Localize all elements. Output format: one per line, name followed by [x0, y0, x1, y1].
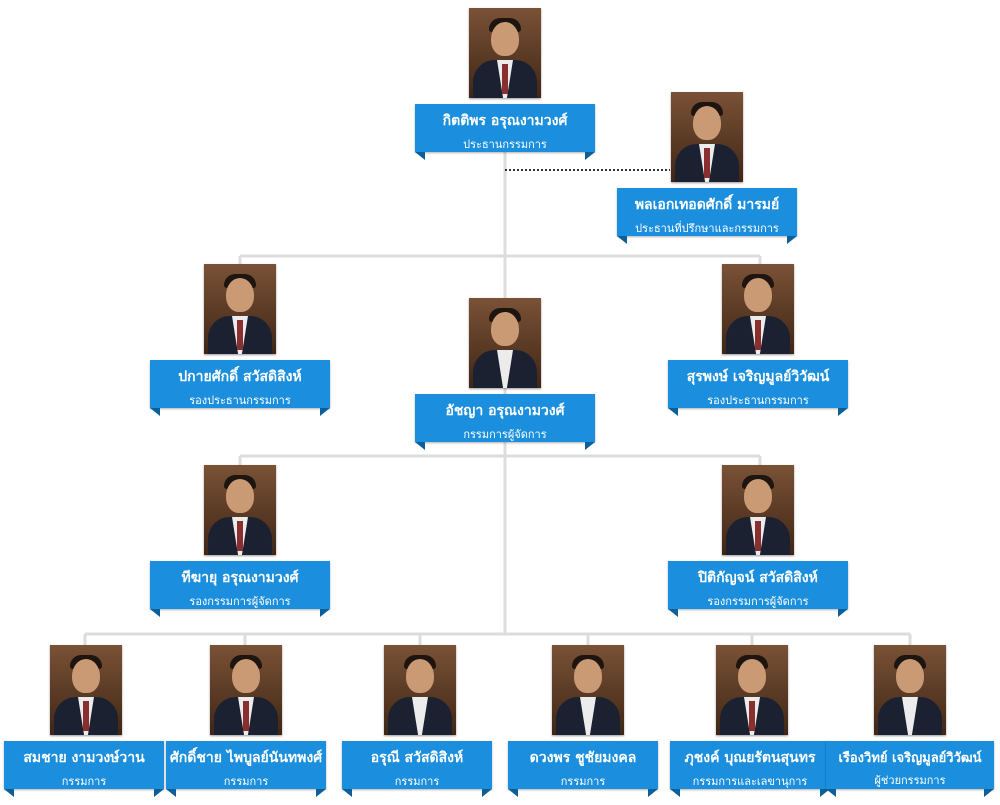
- director-1-banner: สมชาย งามวงษ์วาน กรรมการ: [4, 741, 164, 797]
- vice-chairman-right-role: รองประธานกรรมการ: [707, 394, 809, 407]
- managing-director-card: อัชญา อรุณงามวงศ์ กรรมการผู้จัดการ: [415, 298, 595, 458]
- vice-chairman-left-card: ปกายศักดิ์ สวัสดิสิงห์ รองประธานกรรมการ: [150, 264, 330, 424]
- director-3-photo: [384, 645, 456, 735]
- director-card-3: อรุณี สวัสดิสิงห์ กรรมการ: [330, 645, 510, 805]
- director-2-banner: ศักดิ์ชาย ไพบูลย์นันทพงศ์ กรรมการ: [166, 741, 326, 797]
- vice-chairman-left-banner: ปกายศักดิ์ สวัสดิสิงห์ รองประธานกรรมการ: [150, 360, 330, 416]
- deputy-md-left-banner: ทีฆายุ อรุณงามวงศ์ รองกรรมการผู้จัดการ: [150, 561, 330, 617]
- vice-chairman-right-name: สุรพงษ์ เจริญมูลย์วิวัฒน์: [686, 369, 830, 385]
- director-2-photo: [210, 645, 282, 735]
- director-4-name: ดวงพร ชูชัยมงคล: [529, 750, 637, 766]
- director-5-photo: [716, 645, 788, 735]
- director-6-banner: เรืองวิทย์ เจริญมูลย์วิวัฒน์ ผู้ช่วยกรรม…: [826, 741, 994, 797]
- director-4-banner: ดวงพร ชูชัยมงคล กรรมการ: [508, 741, 658, 797]
- managing-director-banner: อัชญา อรุณงามวงศ์ กรรมการผู้จัดการ: [415, 394, 595, 450]
- deputy-md-left-role: รองกรรมการผู้จัดการ: [189, 595, 291, 608]
- director-6-name: เรืองวิทย์ เจริญมูลย์วิวัฒน์: [838, 751, 982, 766]
- director-card-5: ภุชงค์ บุณยรัตนสุนทร กรรมการและเลขานุการ: [662, 645, 842, 805]
- advisor-photo: [671, 92, 743, 182]
- chairman-role: ประธานกรรมการ: [463, 138, 547, 151]
- director-5-banner: ภุชงค์ บุณยรัตนสุนทร กรรมการและเลขานุการ: [670, 741, 830, 797]
- director-3-name: อรุณี สวัสดิสิงห์: [370, 750, 464, 766]
- director-6-photo: [874, 645, 946, 735]
- vice-chairman-left-photo: [204, 264, 276, 354]
- advisor-banner: พลเอกเทอดศักดิ์ มารมย์ ประธานที่ปรึกษาแล…: [617, 188, 797, 244]
- director-2-role: กรรมการ: [223, 775, 269, 788]
- vice-chairman-left-role: รองประธานกรรมการ: [189, 394, 291, 407]
- director-4-role: กรรมการ: [560, 775, 606, 788]
- deputy-md-right-name: ปิติกัญจน์ สวัสดิสิงห์: [698, 570, 818, 586]
- chairman-photo: [469, 8, 541, 98]
- deputy-md-right-card: ปิติกัญจน์ สวัสดิสิงห์ รองกรรมการผู้จัดก…: [668, 465, 848, 625]
- chairman-card: กิตติพร อรุณงามวงศ์ ประธานกรรมการ: [415, 8, 595, 168]
- director-5-name: ภุชงค์ บุณยรัตนสุนทร: [684, 750, 816, 766]
- director-6-role: ผู้ช่วยกรรมการ: [874, 774, 946, 787]
- deputy-md-right-photo: [722, 465, 794, 555]
- director-5-role: กรรมการและเลขานุการ: [692, 775, 808, 788]
- director-4-photo: [552, 645, 624, 735]
- vice-chairman-right-photo: [722, 264, 794, 354]
- chairman-banner: กิตติพร อรุณงามวงศ์ ประธานกรรมการ: [415, 104, 595, 160]
- deputy-md-left-name: ทีฆายุ อรุณงามวงศ์: [181, 570, 299, 586]
- director-1-photo: [50, 645, 122, 735]
- director-2-name: ศักดิ์ชาย ไพบูลย์นันทพงศ์: [169, 750, 323, 766]
- director-3-banner: อรุณี สวัสดิสิงห์ กรรมการ: [342, 741, 492, 797]
- advisor-card: พลเอกเทอดศักดิ์ มารมย์ ประธานที่ปรึกษาแล…: [617, 92, 797, 252]
- vice-chairman-left-name: ปกายศักดิ์ สวัสดิสิงห์: [178, 369, 302, 385]
- managing-director-name: อัชญา อรุณงามวงศ์: [445, 403, 565, 419]
- advisor-role: ประธานที่ปรึกษาและกรรมการ: [635, 222, 779, 235]
- director-card-4: ดวงพร ชูชัยมงคล กรรมการ: [498, 645, 678, 805]
- deputy-md-right-role: รองกรรมการผู้จัดการ: [707, 595, 809, 608]
- director-1-role: กรรมการ: [61, 775, 107, 788]
- deputy-md-left-card: ทีฆายุ อรุณงามวงศ์ รองกรรมการผู้จัดการ: [150, 465, 330, 625]
- vice-chairman-right-card: สุรพงษ์ เจริญมูลย์วิวัฒน์ รองประธานกรรมก…: [668, 264, 848, 424]
- chairman-name: กิตติพร อรุณงามวงศ์: [442, 113, 568, 129]
- director-3-role: กรรมการ: [394, 775, 440, 788]
- advisor-name: พลเอกเทอดศักดิ์ มารมย์: [634, 197, 780, 213]
- director-card-1: สมชาย งามวงษ์วาน กรรมการ: [0, 645, 176, 805]
- deputy-md-left-photo: [204, 465, 276, 555]
- managing-director-photo: [469, 298, 541, 388]
- deputy-md-right-banner: ปิติกัญจน์ สวัสดิสิงห์ รองกรรมการผู้จัดก…: [668, 561, 848, 617]
- vice-chairman-right-banner: สุรพงษ์ เจริญมูลย์วิวัฒน์ รองประธานกรรมก…: [668, 360, 848, 416]
- director-card-6: เรืองวิทย์ เจริญมูลย์วิวัฒน์ ผู้ช่วยกรรม…: [820, 645, 1000, 805]
- director-card-2: ศักดิ์ชาย ไพบูลย์นันทพงศ์ กรรมการ: [156, 645, 336, 805]
- director-1-name: สมชาย งามวงษ์วาน: [23, 750, 145, 766]
- managing-director-role: กรรมการผู้จัดการ: [463, 428, 547, 441]
